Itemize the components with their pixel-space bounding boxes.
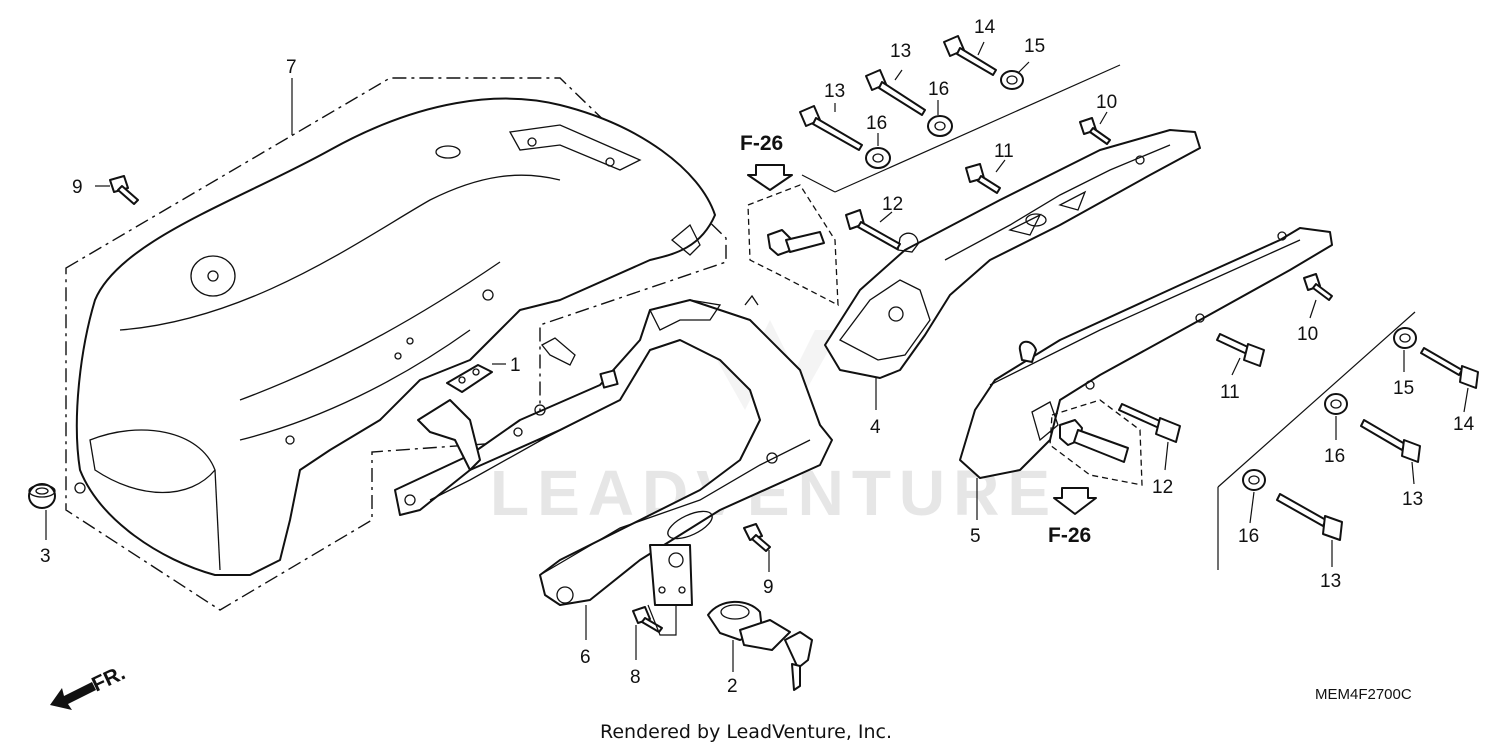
grommet-part-3 <box>28 483 56 509</box>
callout-7: 7 <box>286 57 297 78</box>
callout-12-a: 12 <box>882 194 903 215</box>
callout-13-a: 13 <box>824 81 845 102</box>
callout-16-d: 16 <box>1238 526 1259 547</box>
callout-14-b: 14 <box>1453 414 1475 435</box>
callout-9-upper: 9 <box>72 177 83 198</box>
callout-15-a: 15 <box>1024 36 1045 57</box>
callout-14-a: 14 <box>974 17 996 38</box>
callout-13-b: 13 <box>890 41 911 62</box>
callout-10-b: 10 <box>1297 324 1318 345</box>
grab-frame-part-6 <box>394 294 833 606</box>
bolt-part-9-upper <box>109 175 139 205</box>
callout-5: 5 <box>970 526 981 547</box>
callout-11-a: 11 <box>994 141 1014 162</box>
callout-6: 6 <box>580 647 591 668</box>
side-rail-part-4 <box>824 129 1201 379</box>
callout-13-c: 13 <box>1402 489 1423 510</box>
bracket-part-1 <box>446 364 493 393</box>
fastener-bolts-lower <box>1118 273 1479 570</box>
callout-13-d: 13 <box>1320 571 1341 592</box>
callout-10-a: 10 <box>1096 92 1117 113</box>
callout-16-c: 16 <box>1324 446 1345 467</box>
callout-16-b: 16 <box>928 79 949 100</box>
diagram-code: MEM4F2700C <box>1315 686 1412 703</box>
ref-f26-lower: F-26 <box>1048 524 1091 547</box>
callout-12-b: 12 <box>1152 477 1173 498</box>
callout-3: 3 <box>40 546 51 567</box>
callout-9-lower: 9 <box>763 577 774 598</box>
callout-15-b: 15 <box>1393 378 1414 399</box>
callout-labels: 7 9 3 1 6 8 2 9 4 5 13 16 13 16 14 15 10… <box>40 17 1475 697</box>
f26-upper-group <box>747 164 839 307</box>
f26-lower-group <box>1049 399 1143 515</box>
callout-1: 1 <box>510 355 521 376</box>
front-marker-label: FR. <box>88 661 128 696</box>
leader-lines <box>45 41 1469 672</box>
callout-16-a: 16 <box>866 113 887 134</box>
fastener-bolts-upper <box>799 35 1121 250</box>
front-direction-arrow-icon <box>50 682 96 710</box>
group-bracket <box>647 604 677 636</box>
seat-lock-part-2 <box>707 600 813 691</box>
footer-credit: Rendered by LeadVenture, Inc. <box>600 721 892 743</box>
callout-4: 4 <box>870 417 881 438</box>
callout-11-b: 11 <box>1220 382 1240 403</box>
ref-f26-upper: F-26 <box>740 132 783 155</box>
bolt-part-9-lower <box>743 523 771 552</box>
side-rail-part-5 <box>959 227 1333 479</box>
callout-8: 8 <box>630 667 641 688</box>
seat-cowl-part <box>65 77 727 611</box>
callout-2: 2 <box>727 676 738 697</box>
